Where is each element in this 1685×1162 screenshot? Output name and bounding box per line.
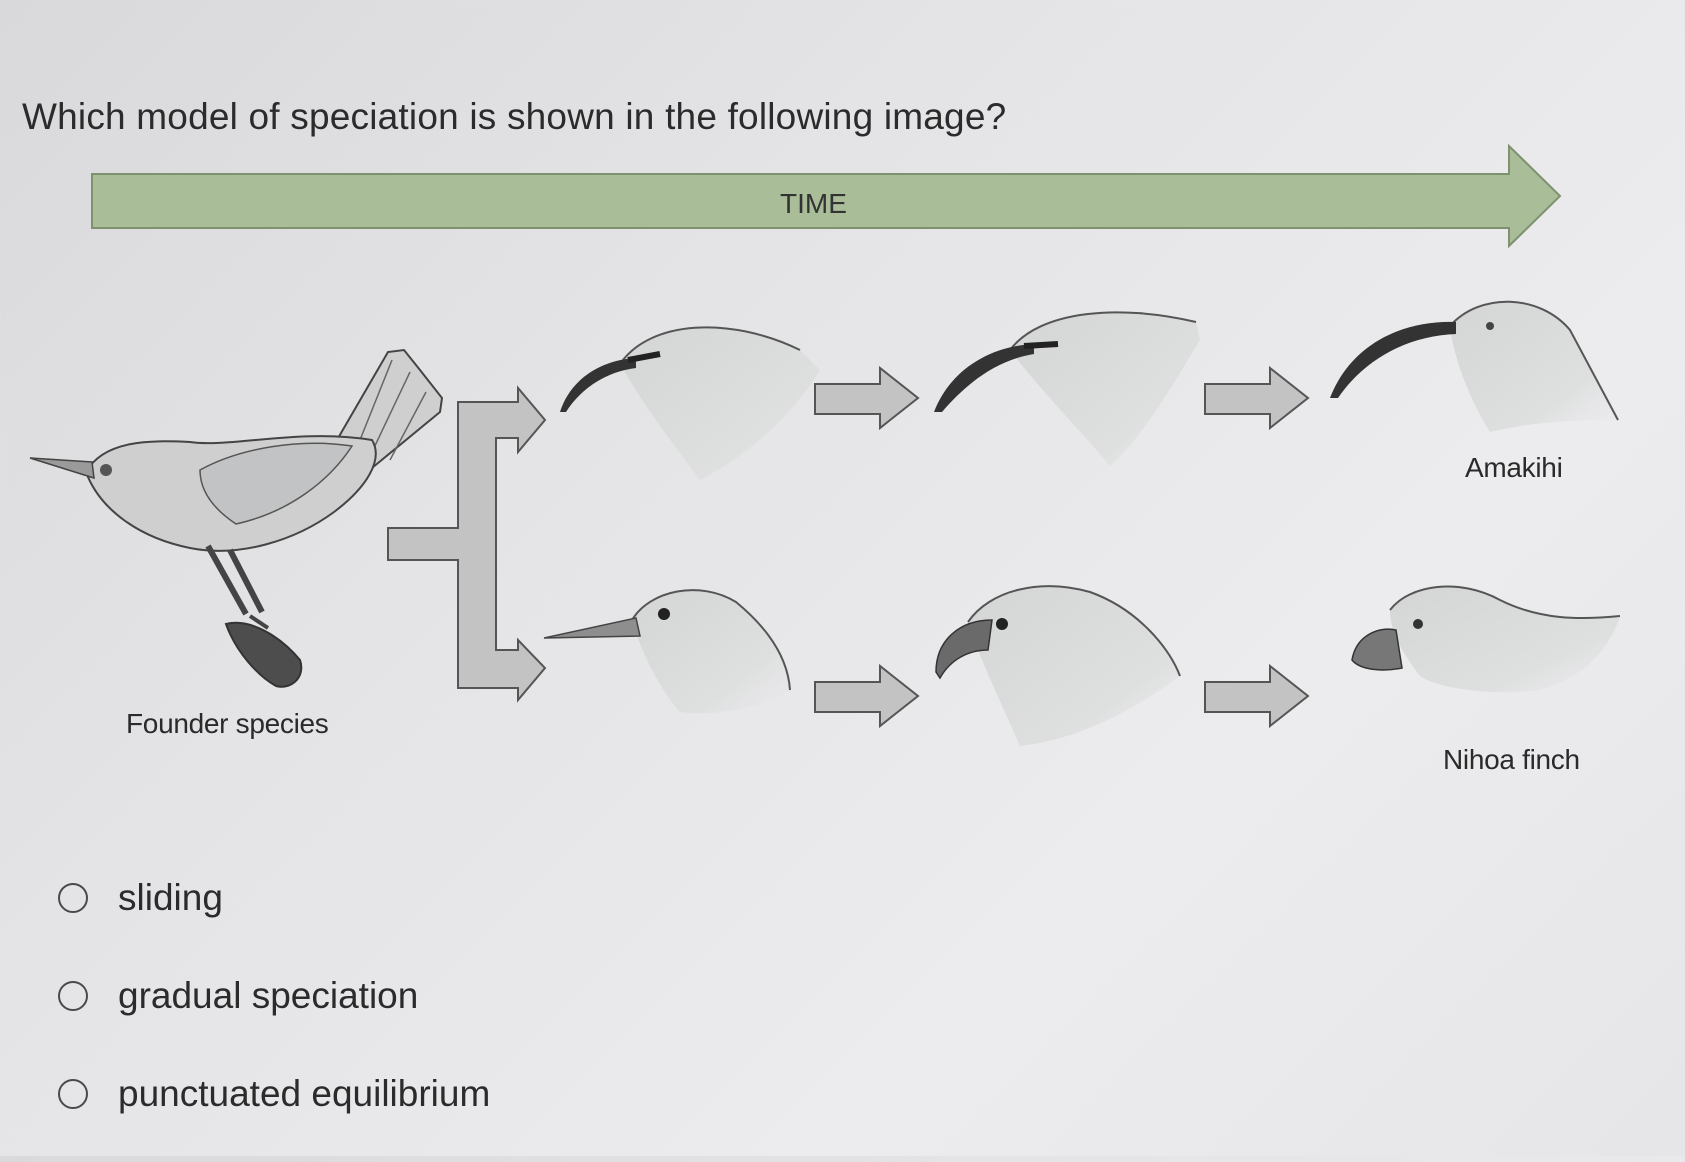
time-label: TIME — [780, 188, 847, 219]
nihoa-finch-label: Nihoa finch — [1443, 744, 1580, 775]
option-sliding[interactable]: sliding — [58, 868, 490, 928]
bottom-head-3-illustration — [1351, 585, 1621, 693]
founder-species-label: Founder species — [126, 708, 329, 739]
question-text: Which model of speciation is shown in th… — [22, 96, 1007, 137]
option-label: gradual speciation — [118, 975, 419, 1016]
bottom-head-1-illustration — [543, 589, 791, 714]
bottom-head-2-illustration — [935, 585, 1181, 746]
flow-arrow-top-1 — [814, 365, 920, 431]
option-label: sliding — [118, 877, 223, 918]
top-head-3-illustration — [1330, 300, 1619, 432]
flow-arrow-top-2 — [1204, 365, 1310, 431]
branch-arrow — [387, 385, 547, 703]
flow-arrow-bottom-2 — [1204, 663, 1310, 729]
top-head-2-illustration — [934, 311, 1200, 466]
radio-button[interactable] — [58, 981, 88, 1011]
answer-options: sliding gradual speciation punctuated eq… — [58, 868, 490, 1162]
radio-button[interactable] — [58, 883, 88, 913]
option-punctuated-equilibrium[interactable]: punctuated equilibrium — [58, 1064, 490, 1124]
speciation-diagram — [29, 143, 1621, 746]
amakihi-label: Amakihi — [1465, 452, 1563, 483]
option-label: punctuated equilibrium — [118, 1073, 491, 1114]
flow-arrow-bottom-1 — [814, 663, 920, 729]
top-head-1-illustration — [560, 326, 820, 480]
founder-bird-illustration — [29, 348, 444, 688]
radio-button[interactable] — [58, 1079, 88, 1109]
option-gradual-speciation[interactable]: gradual speciation — [58, 966, 490, 1026]
time-arrow — [91, 143, 1562, 249]
